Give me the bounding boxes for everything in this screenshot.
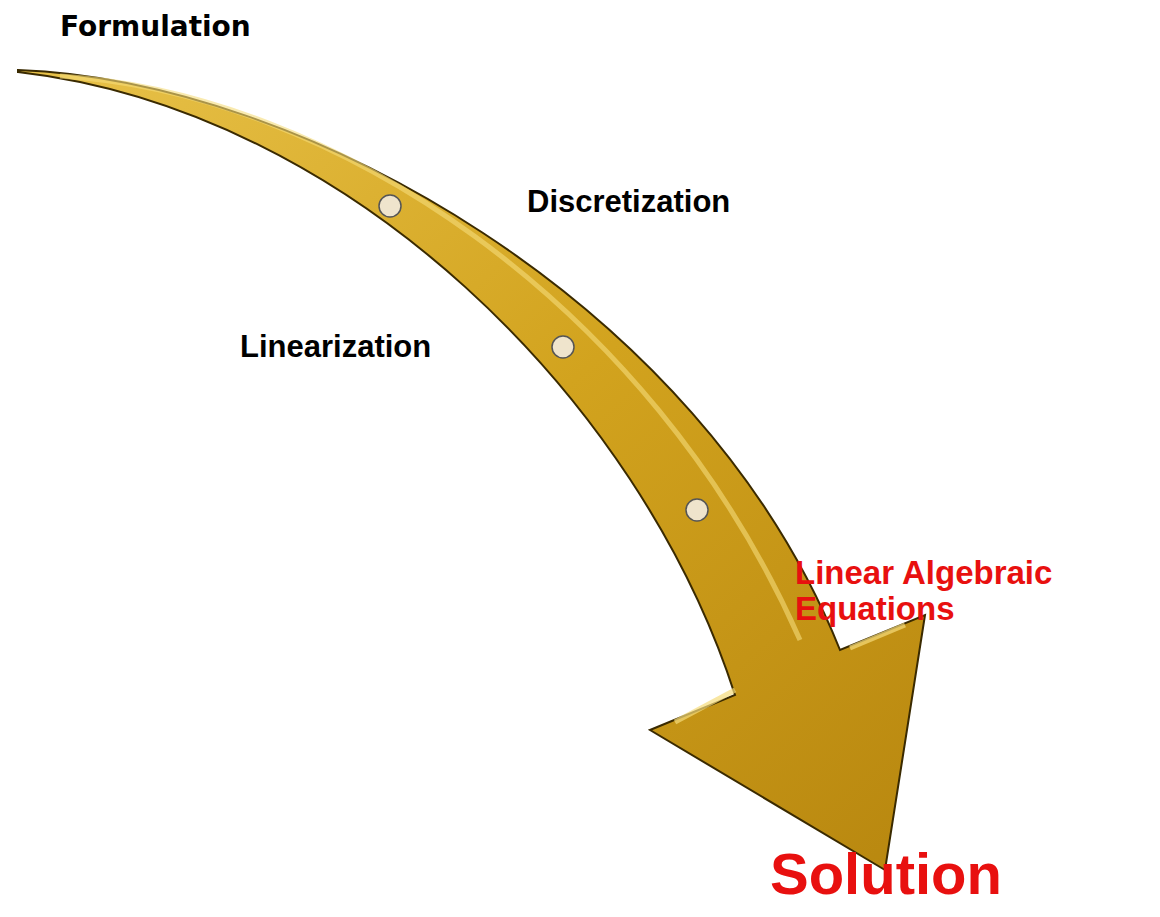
step-label: Solution bbox=[770, 842, 1002, 906]
step-dot bbox=[379, 195, 401, 217]
arrow-body bbox=[18, 70, 925, 870]
step-label: Discretization bbox=[527, 185, 730, 219]
step-label: Linear Algebraic Equations bbox=[795, 555, 1105, 628]
step-label: Formulation bbox=[60, 12, 251, 43]
step-dot bbox=[686, 499, 708, 521]
step-label: Linearization bbox=[240, 330, 431, 364]
step-dot bbox=[552, 336, 574, 358]
arrowhead-highlight bbox=[675, 625, 905, 722]
arrow-highlight bbox=[60, 76, 800, 640]
